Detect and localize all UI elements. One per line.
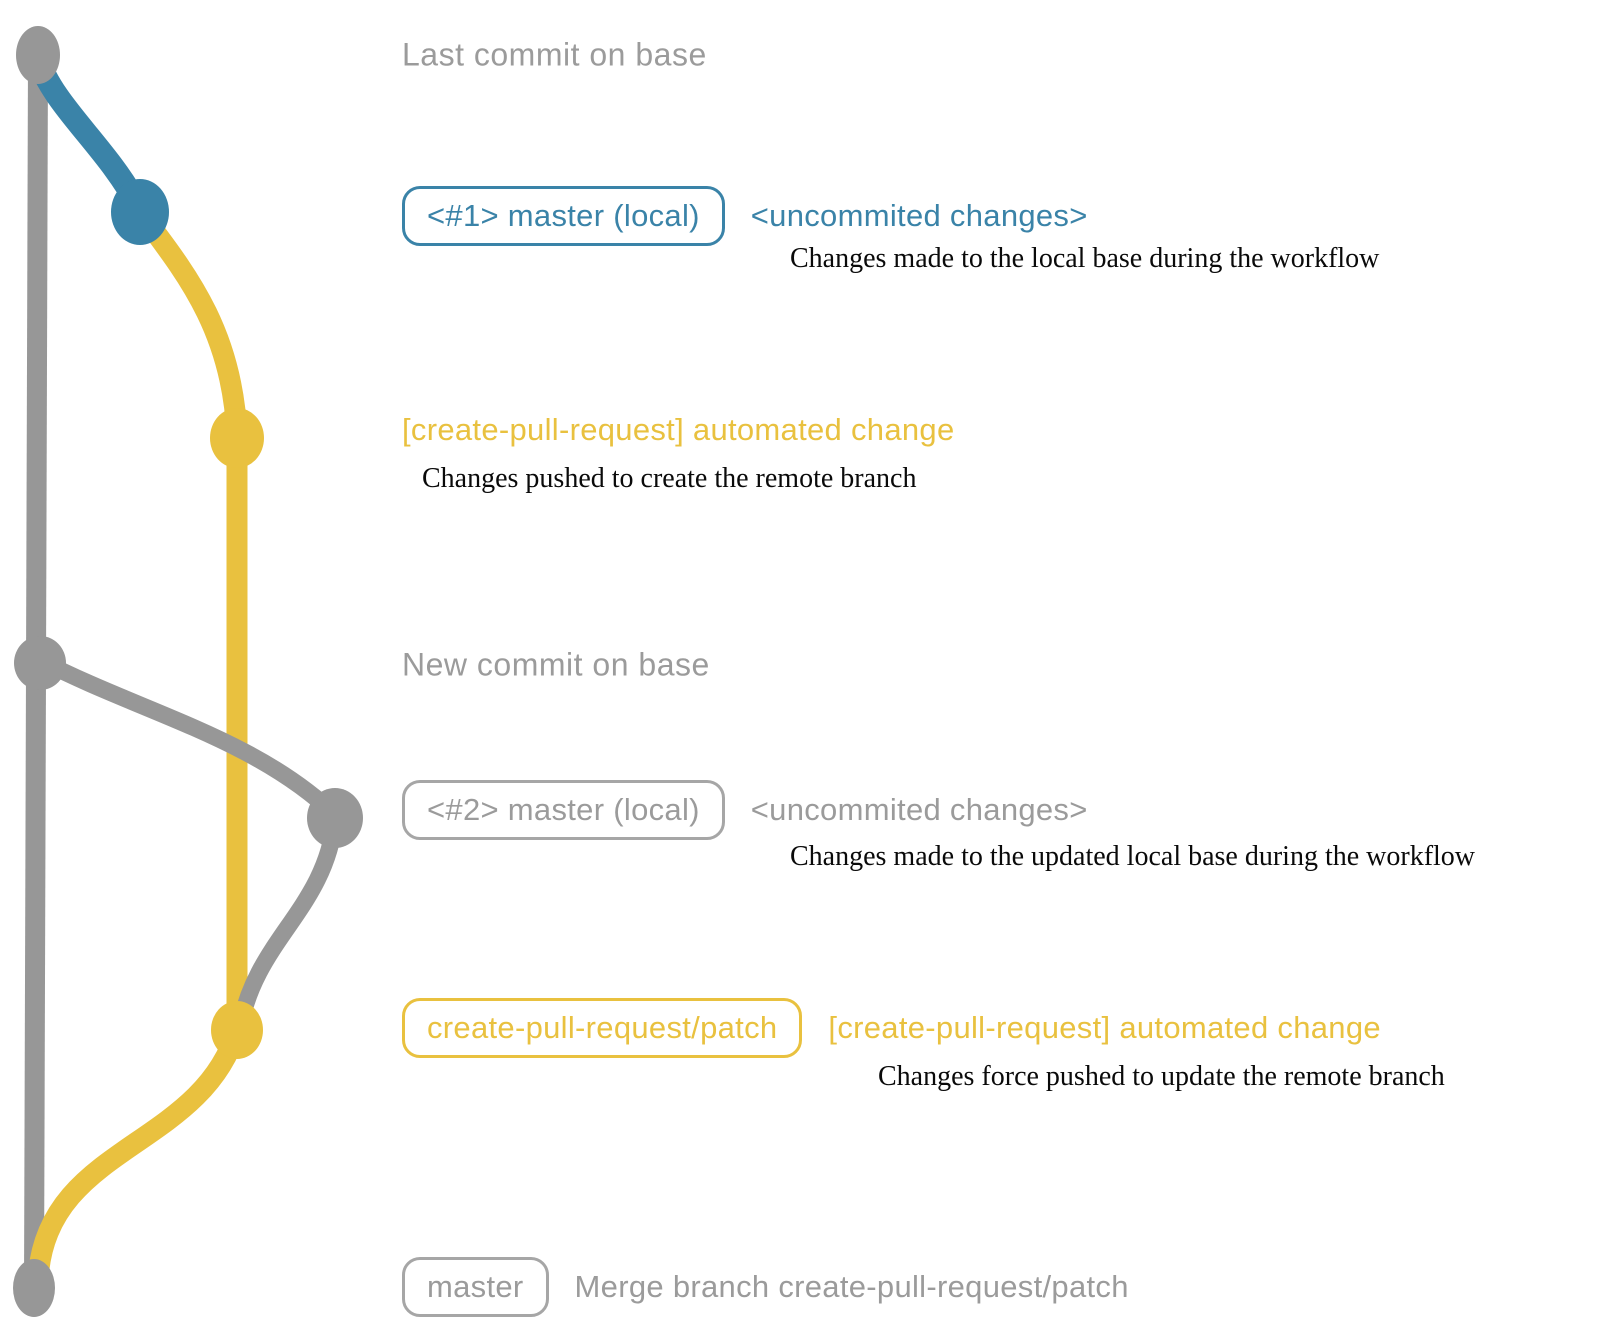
description-local-commit-2: Changes made to the updated local base d… — [790, 841, 1476, 872]
local-branch-line — [26, 46, 150, 218]
description-local-commit-1: Changes made to the local base during th… — [790, 243, 1380, 274]
ref-badge-master: master — [402, 1257, 549, 1317]
commit-message-merge: Merge branch create-pull-request/patch — [574, 1269, 1129, 1304]
row-patch-commit-1: [create-pull-request] automated change — [402, 412, 955, 448]
commit-message-automated-change-1: [create-pull-request] automated change — [402, 412, 955, 447]
patch-branch-commit-2-dot — [211, 1001, 263, 1059]
local2-to-patch2-line — [231, 811, 344, 1037]
last-commit-label: Last commit on base — [402, 36, 707, 73]
description-patch-commit-1: Changes pushed to create the remote bran… — [422, 463, 917, 494]
patch-merge-line — [27, 1019, 248, 1291]
new-commit-label: New commit on base — [402, 646, 710, 683]
commit-message-uncommited-2: <uncommited changes> — [750, 792, 1088, 827]
row-new-commit-on-base: New commit on base — [402, 647, 710, 684]
row-local-commit-2: <#2> master (local) <uncommited changes> — [402, 780, 1088, 840]
patch-branch-line — [129, 201, 248, 1041]
base-merge-commit-dot — [13, 1259, 55, 1317]
patch-branch-commit-1-dot — [210, 408, 264, 468]
ref-badge-patch-branch: create-pull-request/patch — [402, 998, 803, 1058]
row-last-commit-on-base: Last commit on base — [402, 37, 707, 74]
base-to-local2-line — [31, 651, 344, 824]
commit-message-automated-change-2: [create-pull-request] automated change — [828, 1010, 1381, 1045]
base-last-commit-dot — [16, 26, 60, 84]
ref-badge-master-local-1: <#1> master (local) — [402, 186, 725, 246]
row-merge-commit: master Merge branch create-pull-request/… — [402, 1257, 1129, 1317]
description-patch-commit-2: Changes force pushed to update the remot… — [878, 1061, 1445, 1092]
row-local-commit-1: <#1> master (local) <uncommited changes> — [402, 186, 1088, 246]
row-patch-commit-2: create-pull-request/patch [create-pull-r… — [402, 998, 1381, 1058]
ref-badge-master-local-2: <#2> master (local) — [402, 780, 725, 840]
local-master-commit-2-dot — [307, 788, 363, 848]
local-master-commit-1-dot — [111, 179, 169, 245]
base-new-commit-dot — [14, 636, 66, 690]
commit-message-uncommited-1: <uncommited changes> — [750, 198, 1088, 233]
